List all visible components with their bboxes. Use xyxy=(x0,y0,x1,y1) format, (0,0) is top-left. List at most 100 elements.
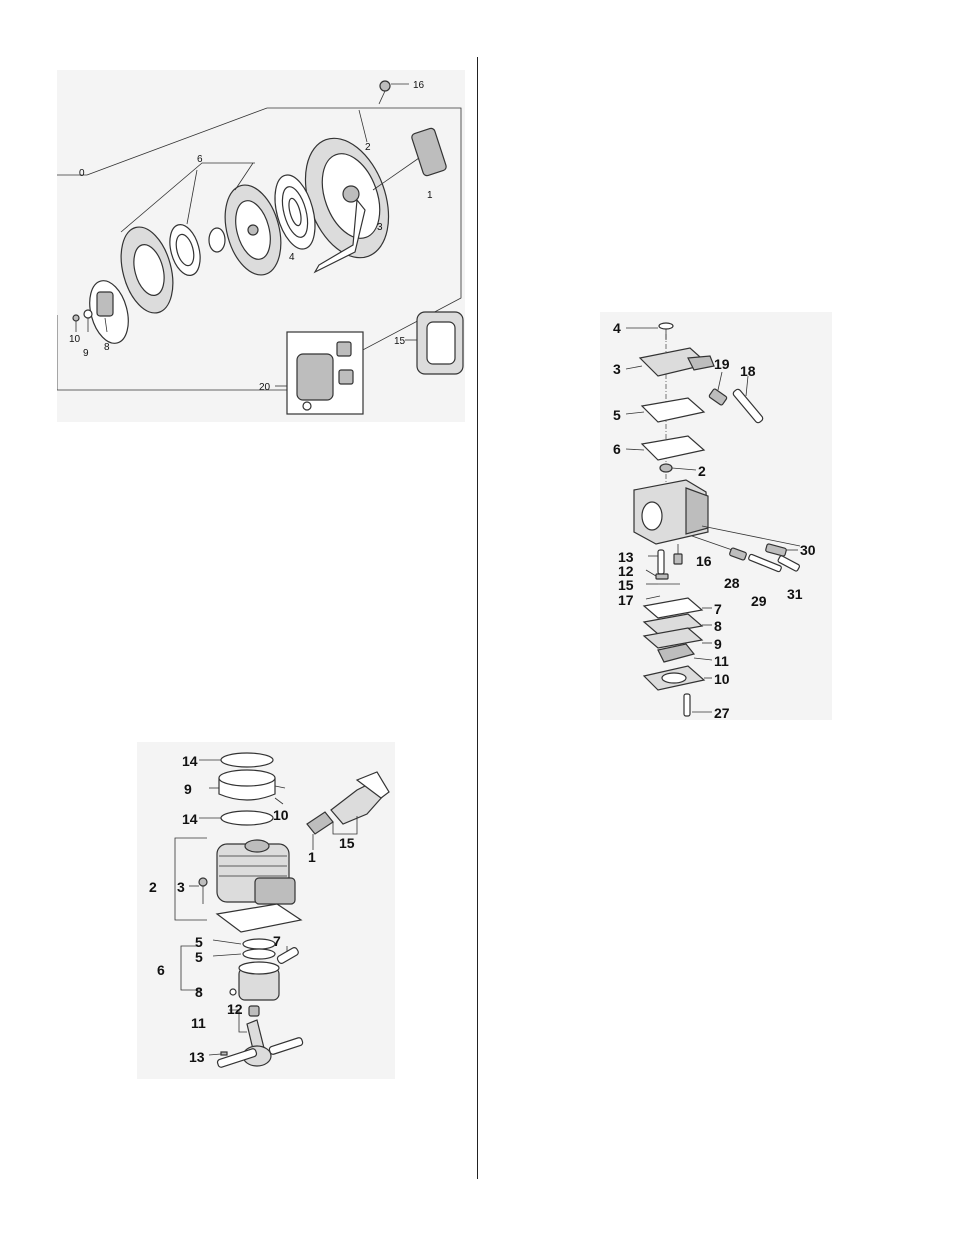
callout-7: 7 xyxy=(273,933,281,949)
key-13 xyxy=(208,1051,228,1056)
callout-9: 9 xyxy=(83,348,89,359)
callout-28: 28 xyxy=(724,575,740,591)
callout-2: 2 xyxy=(698,463,706,479)
callout-11: 11 xyxy=(714,653,729,669)
callout-16: 16 xyxy=(413,80,425,91)
diaphragm-8 xyxy=(642,613,712,635)
callout-3: 3 xyxy=(177,879,185,895)
washer-9 xyxy=(83,309,93,332)
diaphragm-11 xyxy=(657,643,713,663)
callout-8: 8 xyxy=(195,984,203,1000)
callout-15: 15 xyxy=(394,336,406,347)
gasket-5 xyxy=(625,397,706,423)
screw-4 xyxy=(626,322,674,340)
callout-10: 10 xyxy=(714,671,730,687)
callout-2: 2 xyxy=(365,142,371,153)
adjust-needle-29 xyxy=(748,553,782,573)
leader-30-line xyxy=(701,525,801,547)
leader-5a xyxy=(212,939,242,945)
lever-12 xyxy=(645,569,669,580)
piston-ring-5a xyxy=(242,938,276,950)
needle-19 xyxy=(708,371,728,406)
pawl-spring-6 xyxy=(169,224,201,276)
callout-2: 2 xyxy=(149,879,157,895)
leader-6-c xyxy=(234,162,254,191)
callout-5: 5 xyxy=(613,407,621,423)
callout-13: 13 xyxy=(618,549,634,565)
callout-17: 17 xyxy=(618,592,634,608)
filter-2 xyxy=(659,463,697,473)
starter-kit-20 xyxy=(275,331,364,415)
callout-5a: 5 xyxy=(195,934,203,950)
callout-6: 6 xyxy=(157,962,165,978)
cylinder-exploded-view: 14 9 14 10 1 15 2 3 5 5 7 6 8 12 11 13 xyxy=(149,752,390,1068)
callout-29: 29 xyxy=(751,593,767,609)
starter-assembly-diagram: 16 0 6 2 1 3 4 15 10 9 8 20 xyxy=(57,70,465,422)
screw-27 xyxy=(683,693,712,717)
flywheel-cup xyxy=(120,226,174,314)
diaphragm-6 xyxy=(625,435,706,461)
bracket-6 xyxy=(180,945,201,991)
callout-18: 18 xyxy=(740,363,756,379)
cylinder-2 xyxy=(216,839,296,905)
gasket-14-lower xyxy=(220,810,274,826)
leader-6-b xyxy=(186,169,198,225)
cylinder-assembly-diagram: 14 9 14 10 1 15 2 3 5 5 7 6 8 12 11 13 xyxy=(137,742,395,1079)
gasket-15 xyxy=(405,311,464,375)
callout-31: 31 xyxy=(787,586,803,602)
bracket-2 xyxy=(174,837,207,921)
bracket-11 xyxy=(229,1009,247,1033)
callout-15: 15 xyxy=(339,835,355,851)
leader-17 xyxy=(645,595,661,600)
callout-12: 12 xyxy=(227,1001,243,1017)
gasket-7 xyxy=(642,597,712,619)
starter-housing-2 xyxy=(304,109,390,259)
callout-14a: 14 xyxy=(182,753,198,769)
callout-9: 9 xyxy=(714,636,722,652)
callout-3: 3 xyxy=(377,222,383,233)
carburetor-diagram: 4 3 19 18 5 6 2 13 16 12 15 17 28 29 30 … xyxy=(600,312,832,720)
adjust-spring-30 xyxy=(765,543,798,557)
callout-8: 8 xyxy=(714,618,722,634)
callout-14b: 14 xyxy=(182,811,198,827)
cover-10 xyxy=(642,665,712,691)
leader-8 xyxy=(104,317,108,333)
callout-19: 19 xyxy=(714,356,730,372)
pulley xyxy=(224,184,282,276)
plug-boot-15 xyxy=(330,771,390,835)
callout-1: 1 xyxy=(427,190,433,201)
callout-4: 4 xyxy=(613,320,621,336)
leader-28-line xyxy=(691,535,739,553)
screw-16 xyxy=(673,544,683,565)
adjust-screw-28 xyxy=(729,547,747,561)
callout-8: 8 xyxy=(104,342,110,353)
callout-11: 11 xyxy=(191,1015,206,1031)
base-gasket xyxy=(215,903,303,933)
callout-9: 9 xyxy=(184,781,192,797)
callout-5b: 5 xyxy=(195,949,203,965)
washer xyxy=(208,227,226,253)
callout-4: 4 xyxy=(289,252,295,263)
adjust-needle-31 xyxy=(777,555,801,572)
leader-5b xyxy=(212,953,242,957)
piston xyxy=(238,961,280,1001)
callout-13: 13 xyxy=(189,1049,205,1065)
spring-13 xyxy=(648,549,665,575)
bracket-3 xyxy=(313,198,366,274)
callout-0: 0 xyxy=(79,168,85,179)
callout-16: 16 xyxy=(696,553,712,569)
callout-6: 6 xyxy=(197,154,203,165)
spark-plug-1 xyxy=(306,811,334,850)
gasket-14-top xyxy=(220,752,274,768)
callout-12: 12 xyxy=(618,563,634,579)
callout-15: 15 xyxy=(618,577,634,593)
callout-7: 7 xyxy=(714,601,722,617)
callout-10: 10 xyxy=(69,334,81,345)
pump-cover-3 xyxy=(625,347,715,377)
bearing-12 xyxy=(248,1005,260,1017)
callout-30: 30 xyxy=(800,542,816,558)
spiral-spring-4 xyxy=(274,174,316,250)
carburetor-exploded-view: 4 3 19 18 5 6 2 13 16 12 15 17 28 29 30 … xyxy=(613,320,816,720)
carburetor-body xyxy=(633,479,709,545)
assembly-bracket xyxy=(57,107,462,391)
